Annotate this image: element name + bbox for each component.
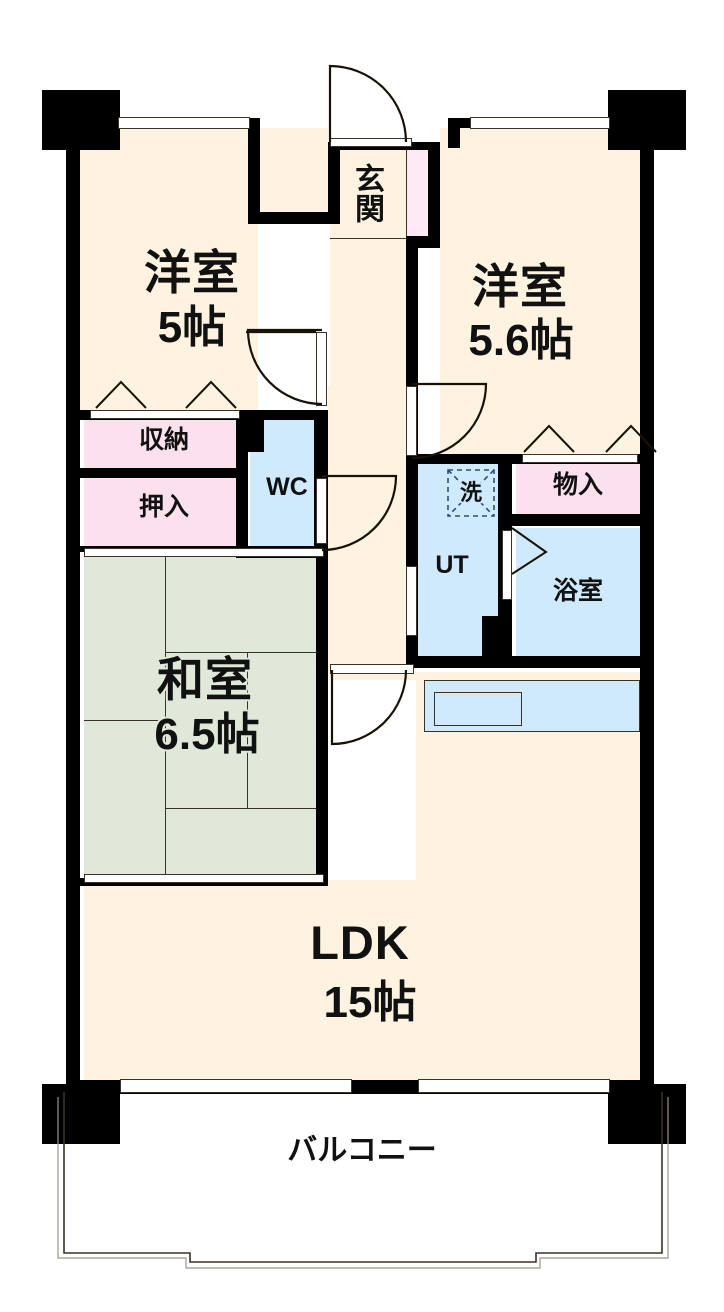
- pillar-top-right: [608, 90, 686, 150]
- closet-shuno-fill: [84, 418, 244, 470]
- label-ldk-size: 15帖: [323, 978, 417, 1027]
- room-fill-western-left: [78, 128, 258, 414]
- wall-right-room-step-v: [448, 118, 460, 148]
- wall-closet-right: [236, 410, 248, 558]
- closet-mono-fill: [516, 462, 640, 516]
- entrance-step-line: [330, 238, 416, 239]
- room-fill-toilet-notch: [262, 418, 324, 452]
- wall-ut-right: [498, 454, 512, 524]
- tatami-seam-h3: [165, 808, 326, 809]
- label-ldk-name: LDK: [310, 916, 410, 969]
- label-western-right-name: 洋室: [472, 260, 568, 313]
- closet-mono-door: [522, 454, 638, 463]
- closet-shuno-door: [90, 410, 240, 419]
- label-japanese-name: 和室: [157, 653, 253, 706]
- wall-entrance-left: [328, 142, 340, 214]
- door-leaf-western-right: [406, 386, 417, 456]
- sliding-door-ldk-left: [120, 1079, 352, 1093]
- label-western-left-size: 5帖: [157, 303, 227, 352]
- wall-exterior-left: [66, 122, 80, 1086]
- label-entrance: 玄関: [350, 163, 383, 223]
- wall-entrance-right-upper: [428, 142, 440, 242]
- closet-oshiire-fill: [84, 478, 244, 548]
- fixture-kitchen-sink: [434, 692, 522, 726]
- room-fill-corridor: [328, 386, 416, 680]
- label-closet-mono: 物入: [552, 471, 603, 499]
- wall-exterior-right: [640, 122, 654, 1086]
- wall-ut-bath-notch: [482, 616, 504, 666]
- wall-left-room-step-v: [248, 118, 260, 224]
- wall-ut-bottom: [406, 656, 654, 668]
- wall-closet-divider: [66, 468, 246, 478]
- room-fill-ldk: [84, 880, 640, 1082]
- sliding-door-japanese-top: [84, 548, 324, 557]
- label-japanese-size: 6.5帖: [154, 710, 260, 759]
- label-balcony: バルコニー: [287, 1134, 437, 1167]
- room-fill-entrance-hall: [330, 148, 416, 386]
- wall-left-room-step-h: [248, 212, 340, 224]
- door-leaf-ut: [406, 566, 417, 636]
- door-leaf-western-left: [316, 332, 327, 406]
- tatami-seam-h1: [165, 652, 326, 653]
- door-leaf-entrance: [330, 138, 412, 147]
- window-western-left: [118, 117, 250, 129]
- sliding-door-japanese-bottom: [84, 874, 324, 883]
- tatami-seam-v2: [247, 652, 248, 808]
- pillar-bottom-right: [608, 1084, 686, 1144]
- tatami-seam-h2: [84, 720, 165, 721]
- wall-wc-top-notch: [248, 418, 264, 452]
- label-western-left-name: 洋室: [144, 246, 240, 299]
- pillar-top-left: [42, 90, 120, 150]
- label-western-right-size: 5.6帖: [468, 316, 574, 365]
- pillar-bottom-left: [42, 1084, 120, 1144]
- window-western-right: [470, 117, 610, 129]
- room-fill-japanese: [84, 556, 326, 880]
- sliding-door-ldk-right: [418, 1079, 610, 1093]
- label-bathroom: 浴室: [552, 577, 603, 605]
- wall-corridor-left: [316, 556, 328, 886]
- shoe-cabinet-outline-l: [406, 148, 407, 238]
- label-utility: UT: [435, 551, 469, 579]
- tatami-seam-v1: [165, 556, 166, 880]
- label-closet-oshiire: 押入: [138, 493, 189, 521]
- door-leaf-bath: [502, 530, 512, 600]
- label-washer: 洗: [459, 480, 482, 505]
- label-toilet: WC: [266, 473, 308, 501]
- door-leaf-corridor-ldk: [330, 664, 414, 674]
- label-closet-shuno: 収納: [138, 426, 189, 454]
- room-fill-toilet: [250, 450, 324, 552]
- wall-mono-bottom: [498, 514, 654, 526]
